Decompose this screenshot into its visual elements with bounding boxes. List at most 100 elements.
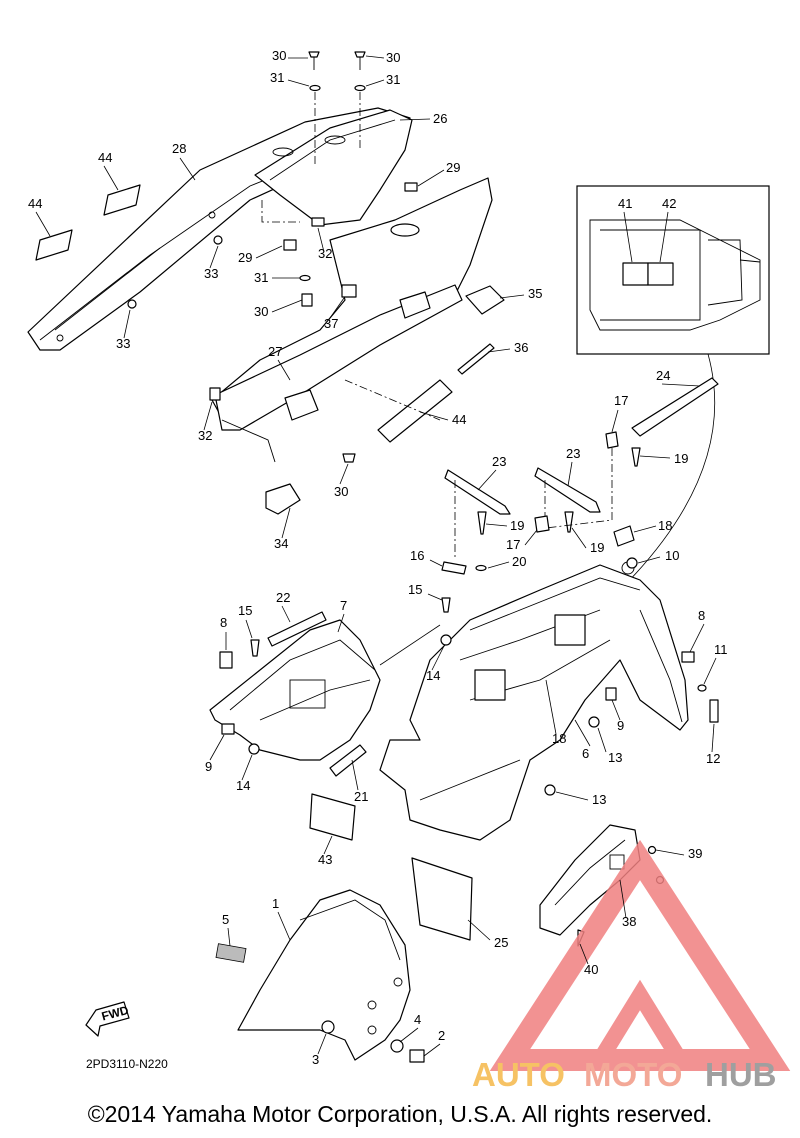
bolt-30-top-right: [354, 51, 366, 70]
callout-36: 36: [514, 340, 528, 355]
grommet-10: [626, 557, 638, 569]
leader-line: [323, 835, 333, 855]
callout-31: 31: [270, 70, 284, 85]
bracket-part-17-a: [605, 431, 619, 449]
leader-line: [571, 527, 587, 549]
strap-part-22: [267, 611, 327, 647]
leader-line: [431, 645, 445, 671]
leader-line: [209, 734, 225, 761]
leader-line: [365, 79, 385, 87]
leader-line: [123, 309, 131, 339]
leader-line: [423, 1043, 441, 1057]
leader-line: [555, 791, 589, 801]
callout-41: 41: [618, 196, 632, 211]
flap-part-25: [411, 857, 473, 941]
leader-line: [281, 507, 291, 539]
leader-line: [579, 943, 589, 965]
callout-19: 19: [510, 518, 524, 533]
callout-15: 15: [238, 603, 252, 618]
callout-14: 14: [236, 778, 250, 793]
leader-line: [655, 849, 685, 856]
callout-25: 25: [494, 935, 508, 950]
callout-44: 44: [28, 196, 42, 211]
nut-29-b: [283, 239, 297, 251]
callout-43: 43: [318, 852, 332, 867]
callout-37: 37: [324, 316, 338, 331]
callout-19: 19: [674, 451, 688, 466]
rivet-19-c: [564, 511, 574, 533]
callout-30: 30: [254, 304, 268, 319]
callout-29: 29: [238, 250, 252, 265]
callout-26: 26: [433, 111, 447, 126]
leader-line: [271, 299, 303, 313]
callout-7: 7: [340, 598, 347, 613]
callout-20: 20: [512, 554, 526, 569]
callout-35: 35: [528, 286, 542, 301]
callout-6: 6: [582, 746, 589, 761]
battery-box-part-7: [209, 619, 381, 761]
leader-line: [597, 727, 607, 753]
washer-part-20: [475, 564, 487, 572]
leader-line: [633, 525, 657, 533]
leader-line: [277, 359, 291, 381]
leader-line: [365, 55, 385, 59]
washer-31-top-left: [309, 84, 321, 92]
callout-32: 32: [318, 246, 332, 261]
leader-line: [103, 165, 119, 191]
washer-31-mid: [299, 274, 311, 282]
screw-33-a: [213, 235, 223, 245]
callout-9: 9: [617, 718, 624, 733]
grommet-13-a: [588, 716, 600, 728]
callout-31: 31: [386, 72, 400, 87]
callout-23: 23: [566, 446, 580, 461]
band-part-23-a: [444, 469, 511, 515]
callout-16: 16: [410, 548, 424, 563]
leader-line: [567, 461, 573, 487]
callout-40: 40: [584, 962, 598, 977]
copyright-notice: ©2014 Yamaha Motor Corporation, U.S.A. A…: [87, 1101, 713, 1127]
gasket-part-34: [265, 483, 301, 515]
leader-line: [317, 1033, 327, 1055]
callout-30: 30: [334, 484, 348, 499]
collar-part-3: [321, 1020, 335, 1034]
callout-30: 30: [272, 48, 286, 63]
callout-30: 30: [386, 50, 400, 65]
leader-line: [227, 927, 231, 947]
leader-line: [485, 523, 508, 527]
gasket-part-35: [465, 285, 505, 315]
grommet-14-a: [248, 743, 260, 755]
leader-line: [611, 699, 621, 721]
clip-part-18-a: [613, 525, 635, 547]
leader-line: [427, 593, 443, 601]
callout-8: 8: [698, 608, 705, 623]
callout-42: 42: [662, 196, 676, 211]
nut-29-a: [404, 182, 418, 192]
strap-part-24: [631, 377, 719, 437]
bolt-8-left: [219, 651, 233, 669]
callout-19: 19: [590, 540, 604, 555]
bolt-part-2: [409, 1049, 425, 1063]
leader-line: [659, 211, 669, 263]
leader-line: [429, 559, 443, 567]
callout-18: 18: [658, 518, 672, 533]
callout-8: 8: [220, 615, 227, 630]
leader-line: [639, 455, 671, 459]
leader-line: [637, 556, 661, 564]
callout-28: 28: [172, 141, 186, 156]
bracket-part-17-b: [534, 515, 550, 533]
clip-part-16: [441, 561, 467, 575]
callout-2: 2: [438, 1028, 445, 1043]
leader-line: [337, 613, 345, 633]
leader-line: [417, 169, 445, 187]
callout-23: 23: [492, 454, 506, 469]
sticker-44-c: [377, 379, 453, 443]
callout-18: 18: [552, 731, 566, 746]
nut-32-b: [209, 387, 221, 401]
leader-line: [689, 623, 705, 653]
callout-9: 9: [205, 759, 212, 774]
leader-line: [179, 157, 196, 181]
grommet-13-b: [544, 784, 556, 796]
leader-line: [287, 79, 310, 87]
